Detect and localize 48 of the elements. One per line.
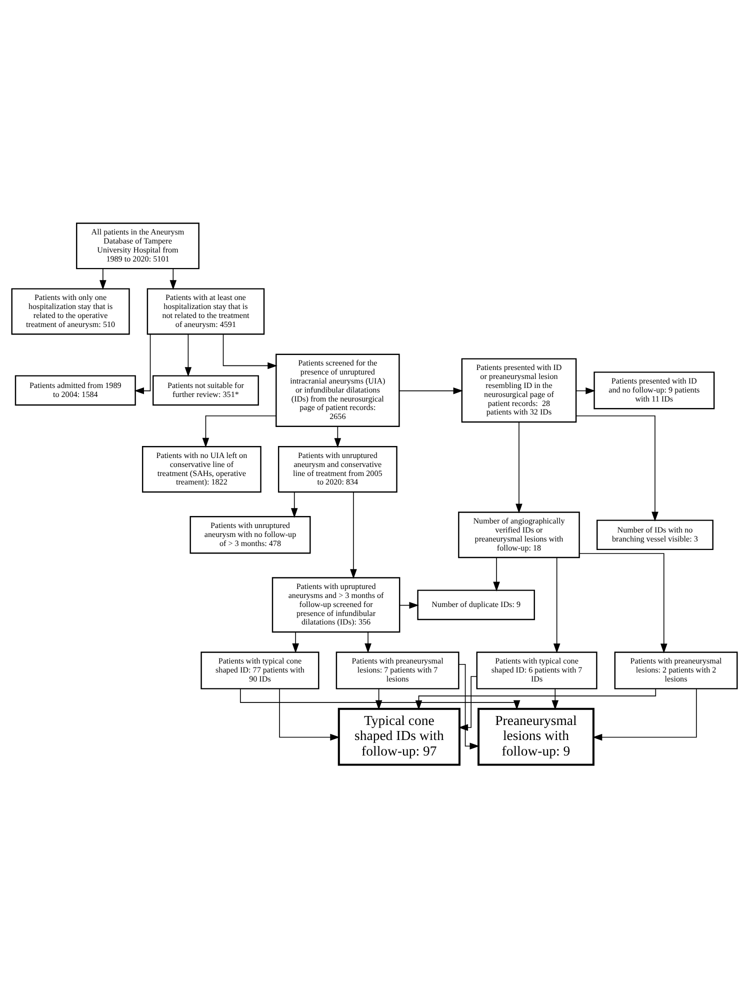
arrow	[375, 688, 382, 710]
arrow	[493, 557, 500, 592]
node-box: Patients screened for the presence of unruptured intracranial aneurysms (UIA) or infundibular dilatations (IDs) from the neurosurgical page of patient records: 2656	[276, 354, 400, 428]
node-box: Patients with preaneurysmal lesions: 2 patients with 2 lesions	[614, 652, 738, 690]
arrow	[458, 676, 478, 731]
node-box: Preaneurysmal lesions with follow-up: 9	[478, 708, 594, 766]
arrow	[578, 553, 668, 654]
node-box: Patients presented with ID or preaneurysmal lesion resembling ID in the neurosurgical page of patient records: 28 patients with 32 IDs	[461, 358, 577, 423]
arrow	[458, 664, 480, 750]
node-box: Patients admitted from 1989 to 2004: 1584	[14, 375, 136, 406]
node-box: Patients with unruptured aneurysm and conservative line of treatment from 2005 to 2020: 834	[278, 446, 398, 493]
arrow	[398, 387, 464, 394]
node-box: Patients with no UIA left on conservative line of treatment (SAHs, operative treament): 1822	[142, 446, 262, 493]
arrow	[334, 426, 342, 448]
arrow	[552, 688, 559, 710]
node-box: All patients in the Aneurysm Database of Tampere University Hospital from 1989 to 2020: 5101	[76, 222, 200, 270]
arrow	[350, 492, 357, 579]
arrow	[279, 688, 340, 741]
arrow	[553, 557, 560, 654]
arrow	[516, 422, 522, 514]
arrow	[292, 632, 299, 654]
arrow	[415, 688, 656, 710]
node-box: Typical cone shaped IDs with follow-up: 97	[338, 708, 460, 766]
arrow	[364, 632, 372, 654]
arrow	[576, 415, 658, 522]
node-box: Patients with typical cone shaped ID: 6 patients with 7 IDs	[476, 652, 598, 690]
node-box: Patients with preaneurysmal lesions: 7 patients with 7 lesions	[336, 652, 460, 690]
node-box: Patients with typical cone shaped ID: 77 patients with 90 IDs	[200, 652, 320, 690]
arrow	[134, 334, 151, 394]
arrow	[399, 602, 419, 609]
arrow	[222, 334, 278, 370]
arrow	[592, 688, 697, 741]
arrow	[576, 387, 596, 394]
node-box: Number of IDs with no branching vessel visible: 3	[596, 520, 714, 550]
node-box: Number of angiographically verified IDs or preaneurysmal lesions with follow-up: 18	[458, 512, 580, 558]
node-box: Patients not suitable for further review: 351*	[152, 375, 259, 406]
arrow	[202, 415, 276, 448]
node-box: Patients with unruptured aneurysm with no follow-up of > 3 months: 478	[190, 516, 311, 554]
arrow	[240, 688, 520, 710]
node-box: Patients presented with ID and no follow-up: 9 patients with 11 IDs	[594, 372, 715, 410]
node-box: Number of duplicate IDs: 9	[417, 590, 535, 620]
arrow	[170, 268, 177, 290]
arrow	[184, 334, 192, 377]
arrow	[100, 268, 106, 290]
arrow	[290, 492, 298, 518]
node-box: Patients with upruptured aneurysms and > 3 months of follow-up screened for presence of infundibular dilatations (IDs): 356	[272, 577, 400, 633]
node-box: Patients with only one hospitalization stay that is related to the operative treatment of aneurysm: 510	[11, 288, 130, 335]
node-box: Patients with at least one hospitalization stay that is not related to the treatment of aneurysm: 4591	[146, 288, 265, 335]
